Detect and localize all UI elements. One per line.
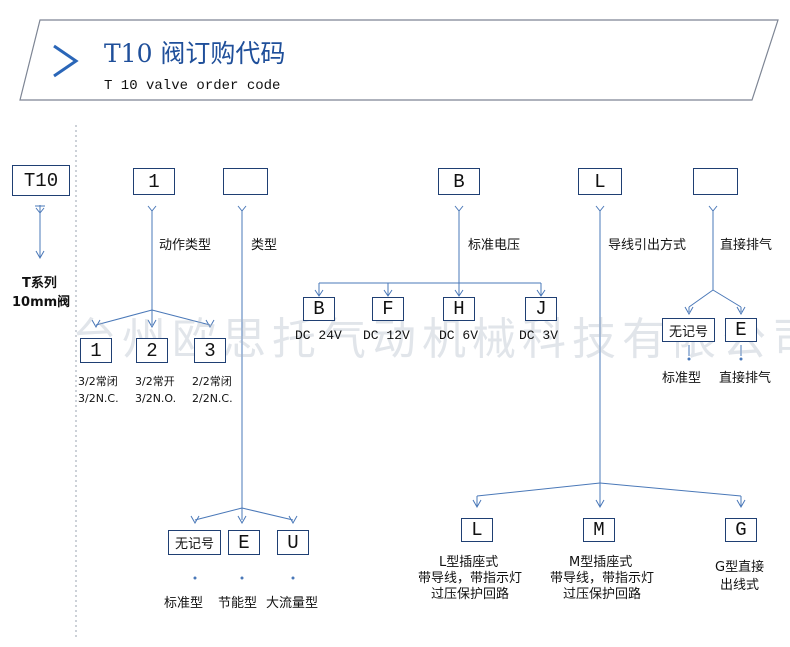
connector-lines xyxy=(35,205,746,525)
model-desc-line1: T系列 xyxy=(22,276,57,291)
wire-option-1-box: L xyxy=(461,518,493,542)
type-option-1-box: 无记号 xyxy=(168,530,221,555)
exhaust-option-2-box: E xyxy=(725,318,757,342)
wire-code-box: L xyxy=(578,168,622,195)
exhaust-code-box xyxy=(693,168,738,195)
bullet-dots xyxy=(193,357,743,580)
model-code: T10 xyxy=(23,169,59,192)
wire-option-1-code: L xyxy=(471,519,483,541)
action-option-3-box: 3 xyxy=(194,338,226,363)
type-option-3-box: U xyxy=(277,530,309,555)
wire-option-2-desc3: 过压保护回路 xyxy=(563,587,642,602)
voltage-option-1-code: B xyxy=(313,298,325,320)
action-option-3-code: 3 xyxy=(204,339,216,362)
wire-option-2-code: M xyxy=(593,519,605,541)
wire-option-2-box: M xyxy=(583,518,615,542)
voltage-label: 标准电压 xyxy=(468,238,521,253)
voltage-option-1-desc: DC 24V xyxy=(295,328,342,343)
type-code-box xyxy=(223,168,268,195)
chevron-right-icon xyxy=(53,44,79,78)
action-option-3-desc1: 2/2常闭 xyxy=(192,375,232,388)
type-option-3-desc: 大流量型 xyxy=(266,596,319,611)
wire-option-3-desc2: 出线式 xyxy=(720,578,760,593)
exhaust-label: 直接排气 xyxy=(720,238,773,253)
exhaust-option-1-desc: 标准型 xyxy=(662,371,702,386)
type-option-3-code: U xyxy=(287,531,299,554)
wire-code: L xyxy=(594,170,606,193)
type-option-2-code: E xyxy=(238,531,250,554)
action-option-1-desc1: 3/2常闭 xyxy=(78,375,118,388)
exhaust-option-2-desc: 直接排气 xyxy=(719,371,772,386)
type-label: 类型 xyxy=(251,238,278,253)
type-option-1-desc: 标准型 xyxy=(164,596,204,611)
action-option-2-code: 2 xyxy=(146,339,158,362)
exhaust-option-2-code: E xyxy=(735,319,747,341)
action-option-2-box: 2 xyxy=(136,338,168,363)
voltage-code: B xyxy=(453,170,465,193)
voltage-option-3-code: H xyxy=(453,298,465,320)
voltage-option-4-desc: DC 3V xyxy=(519,328,559,343)
action-code: 1 xyxy=(148,170,160,193)
voltage-option-2-code: F xyxy=(382,298,394,320)
wire-option-3-desc1: G型直接 xyxy=(715,560,765,575)
wire-option-1-desc2: 带导线，带指示灯 xyxy=(418,571,523,586)
action-option-1-code: 1 xyxy=(90,339,102,362)
wire-option-2-desc1: M型插座式 xyxy=(569,555,633,570)
model-code-box: T10 xyxy=(12,165,70,196)
action-code-box: 1 xyxy=(133,168,175,195)
type-option-2-desc: 节能型 xyxy=(218,596,258,611)
wire-option-1-desc3: 过压保护回路 xyxy=(431,587,510,602)
action-option-2-desc2: 3/2N.O. xyxy=(135,392,177,405)
type-option-2-box: E xyxy=(228,530,260,555)
voltage-option-3-box: H xyxy=(443,297,475,321)
action-option-1-desc2: 3/2N.C. xyxy=(78,392,119,405)
action-label: 动作类型 xyxy=(159,238,212,253)
voltage-option-1-box: B xyxy=(303,297,335,321)
voltage-option-3-desc: DC 6V xyxy=(439,328,479,343)
voltage-option-2-box: F xyxy=(372,297,404,321)
page-title: T10 阀订购代码 xyxy=(104,39,286,68)
action-option-2-desc1: 3/2常开 xyxy=(135,375,175,388)
voltage-code-box: B xyxy=(438,168,480,195)
page-subtitle: T 10 valve order code xyxy=(104,78,281,94)
voltage-option-2-desc: DC 12V xyxy=(363,328,410,343)
action-option-3-desc2: 2/2N.C. xyxy=(192,392,233,405)
voltage-option-4-code: J xyxy=(535,298,547,320)
model-desc-line2: 10mm阀 xyxy=(12,295,71,310)
action-option-1-box: 1 xyxy=(80,338,112,363)
type-option-1-code: 无记号 xyxy=(174,537,214,552)
wire-label: 导线引出方式 xyxy=(608,238,687,253)
wire-option-3-box: G xyxy=(725,518,757,542)
voltage-option-4-box: J xyxy=(525,297,557,321)
header-frame xyxy=(19,19,779,101)
wire-option-1-desc1: L型插座式 xyxy=(439,555,499,570)
exhaust-option-1-box: 无记号 xyxy=(662,318,715,342)
exhaust-option-1-code: 无记号 xyxy=(668,324,708,340)
wire-option-3-code: G xyxy=(735,519,747,541)
wire-option-2-desc2: 带导线，带指示灯 xyxy=(550,571,655,586)
